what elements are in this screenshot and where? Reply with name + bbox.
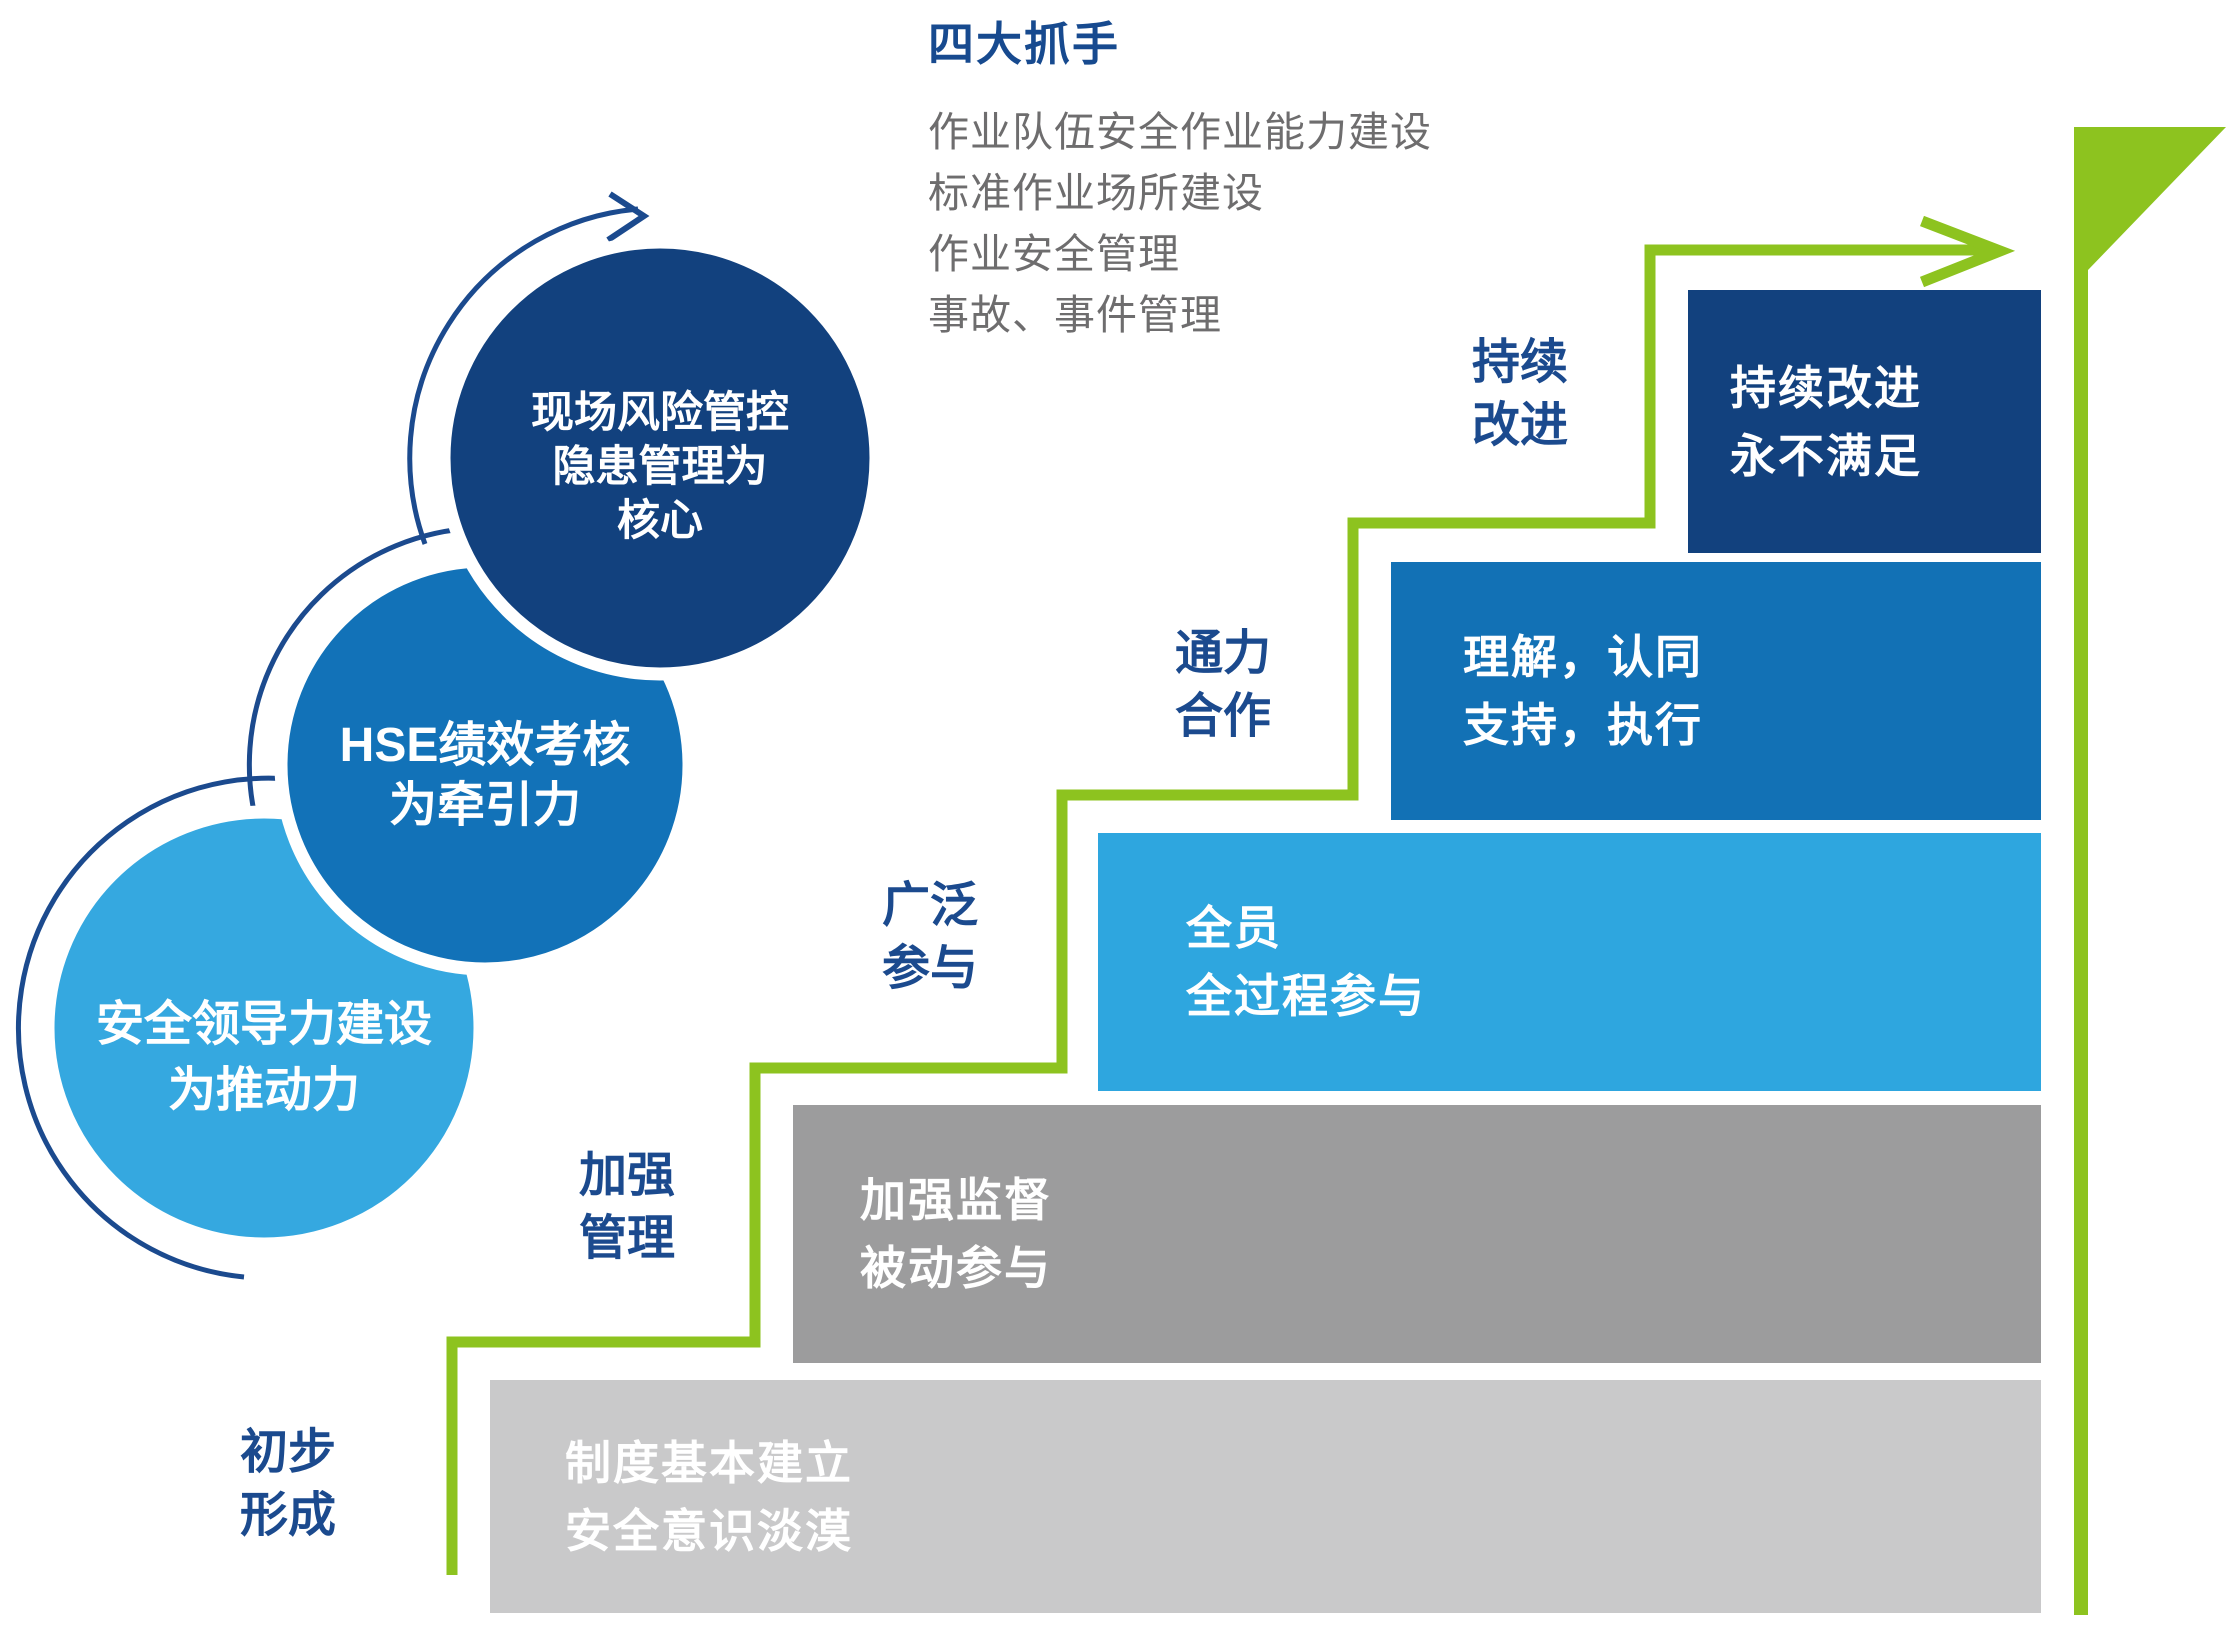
- stage-box-5: 持续改进 永不满足: [1688, 290, 2041, 553]
- swirl-arc-light-circle: [15, 775, 323, 1280]
- circle-label-site-risk-control: 现场风险管控 隐患管理为 核心: [531, 389, 789, 545]
- page-title: 四大抓手: [928, 18, 1120, 70]
- lever-list: 作业队伍安全作业能力建设 标准作业场所建设 作业安全管理 事故、事件管理: [928, 102, 1432, 346]
- stage-box-4: 理解，认同 支持，执行: [1391, 562, 2041, 820]
- swirl-arrowhead-icon: [606, 191, 650, 243]
- staircase-line: [446, 244, 1985, 1575]
- stage-label-1: 初步 形成: [239, 1426, 337, 1542]
- stage-box-2: 加强监督 被动参与: [793, 1105, 2041, 1363]
- stage-box-1: 制度基本建立 安全意识淡漠: [490, 1380, 2041, 1613]
- lever-item: 作业安全管理: [928, 231, 1180, 277]
- lever-item: 事故、事件管理: [928, 292, 1222, 338]
- stage-label-3: 广泛 参与: [881, 879, 979, 995]
- flag-pennant-icon: [2074, 127, 2226, 270]
- stage-label-5: 持续 改进: [1471, 336, 1569, 452]
- stage-box-3: 全员 全过程参与: [1098, 833, 2041, 1091]
- lever-item: 作业队伍安全作业能力建设: [928, 109, 1432, 155]
- stage-label-4: 通力 合作: [1174, 627, 1272, 743]
- swirl-arc-dark-circle: [407, 206, 639, 545]
- staircase-arrowhead-icon: [1919, 215, 2016, 288]
- circle-label-hse-performance: HSE绩效考核 为牵引力: [339, 719, 631, 832]
- circle-site-risk-control: [437, 235, 883, 681]
- stage-label-2: 加强 管理: [578, 1149, 676, 1265]
- circle-label-safety-leadership: 安全领导力建设 为推动力: [95, 998, 433, 1117]
- lever-item: 标准作业场所建设: [928, 170, 1264, 216]
- flag-pole: [2074, 127, 2088, 1615]
